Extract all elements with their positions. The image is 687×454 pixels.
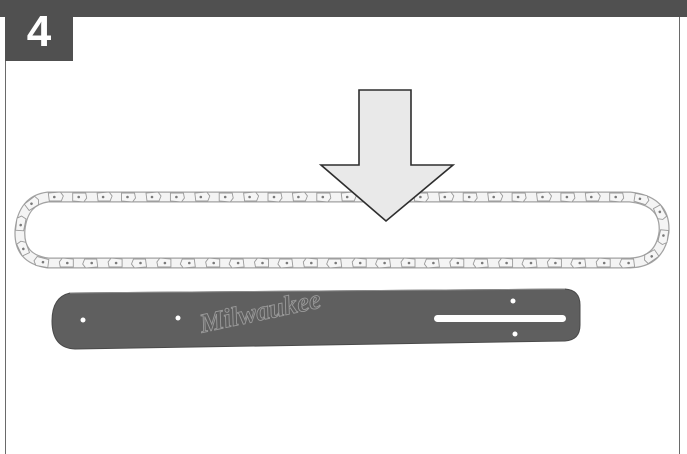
chain-cutter: [351, 257, 367, 268]
chain-cutter: [535, 191, 553, 202]
chain-cutter: [487, 191, 504, 202]
chain-cutter: [511, 192, 527, 203]
bar-hole: [510, 298, 516, 304]
chain-cutter: [438, 191, 455, 202]
chain-cutter: [472, 258, 489, 269]
chain-cutter: [521, 258, 538, 269]
chain-cutter: [584, 191, 601, 202]
guide-bar: Milwaukee: [51, 283, 581, 350]
down-arrow-icon: [318, 89, 456, 223]
chain-cutter: [179, 258, 196, 269]
chain-cutter: [560, 192, 576, 203]
chain-cutter: [619, 258, 636, 269]
step-number: 4: [26, 6, 52, 56]
chain-cutter: [72, 192, 88, 203]
chain-cutter: [15, 215, 27, 232]
chain-cutter: [82, 258, 99, 269]
chain-cutter: [326, 258, 343, 269]
chain-cutter: [130, 258, 148, 269]
chain-cutter: [156, 257, 172, 268]
chain-cutter: [657, 229, 670, 246]
chain-cutter: [546, 257, 562, 268]
chain-cutter: [205, 257, 221, 268]
chain-cutter: [218, 192, 234, 203]
chain-cutter: [145, 191, 162, 202]
chain-cutter: [375, 258, 392, 269]
chain-cutter: [121, 192, 136, 203]
chain-cutter: [633, 192, 650, 206]
chain-cutter: [47, 191, 64, 202]
chain-cutter: [644, 249, 660, 265]
bar-hole: [175, 315, 181, 321]
chain-cutter: [340, 191, 357, 202]
chain-cutter: [595, 257, 611, 268]
chain-cutter: [16, 240, 31, 257]
chain-cutter: [462, 192, 478, 203]
chain-cutter: [243, 191, 260, 202]
chain-cutter: [570, 258, 587, 269]
chain-cutter: [449, 257, 465, 268]
chain-cutter: [228, 258, 245, 269]
chain-cutter: [498, 257, 514, 268]
chain-cutter: [267, 192, 283, 203]
chain-cutter: [96, 191, 113, 202]
chain-cutter: [33, 255, 50, 269]
chain-cutter: [277, 258, 294, 269]
chain-cutter: [254, 257, 269, 268]
chain-cutter: [107, 257, 123, 268]
panel-top-border: [0, 0, 687, 17]
chain-cutter: [23, 195, 39, 212]
chain-cutter: [609, 192, 625, 203]
panel-left-border: [5, 17, 6, 454]
bar-hole: [80, 317, 86, 323]
bar-slot: [434, 315, 566, 322]
step-number-badge: 4: [5, 0, 73, 61]
chain-cutter: [194, 191, 211, 202]
chain-cutter: [302, 257, 318, 268]
chain-cutter: [652, 204, 668, 220]
panel-right-border: [679, 17, 680, 454]
chain-cutter: [400, 257, 416, 268]
chain-cutter: [169, 192, 185, 203]
saw-chain: [14, 191, 670, 269]
chain-cutter: [316, 192, 332, 203]
chain-cutter: [291, 191, 308, 202]
chain-cutter: [58, 257, 74, 268]
bar-hole: [512, 331, 518, 337]
chain-cutter: [423, 258, 440, 269]
